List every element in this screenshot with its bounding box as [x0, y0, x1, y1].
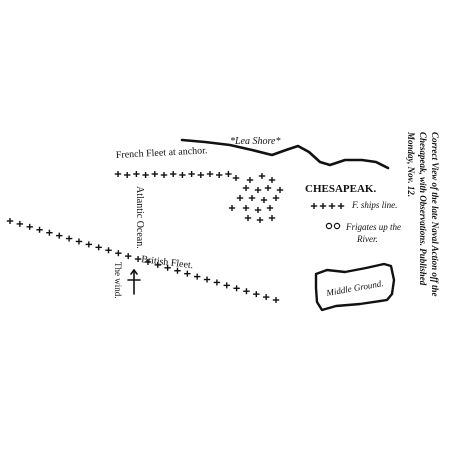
atlantic-ocean-label: Atlantic Ocean. — [134, 186, 145, 249]
ship-cross-icon — [188, 171, 195, 177]
ship-cross-icon — [328, 203, 336, 209]
ship-cross-icon — [248, 195, 256, 201]
ship-cross-icon — [16, 220, 24, 227]
ship-cross-icon — [36, 226, 43, 233]
french-fleet-cluster — [228, 173, 284, 223]
ship-cross-icon — [75, 238, 83, 245]
ship-cross-icon — [115, 250, 122, 257]
ship-cross-icon — [26, 223, 33, 230]
ship-cross-icon — [6, 218, 14, 224]
coastline — [180, 138, 390, 170]
ship-cross-icon — [264, 185, 272, 191]
ship-cross-icon — [242, 205, 250, 211]
ship-cross-icon — [206, 171, 214, 177]
ship-cross-icon — [216, 172, 223, 178]
middle-ground-label: Middle Ground. — [325, 278, 385, 298]
frigate-circle-icon — [333, 222, 341, 230]
ship-cross-icon — [310, 203, 318, 209]
ship-cross-icon — [114, 171, 122, 177]
british-fleet-ships — [6, 218, 280, 303]
french-ships-line — [310, 203, 345, 209]
ship-cross-icon — [65, 235, 73, 242]
ship-cross-icon — [223, 282, 230, 289]
ship-cross-icon — [268, 215, 276, 221]
ship-cross-icon — [134, 256, 142, 263]
ship-cross-icon — [179, 172, 186, 178]
ship-cross-icon — [144, 258, 152, 265]
ship-cross-icon — [228, 205, 236, 211]
ship-cross-icon — [260, 197, 268, 203]
chesapeak-label: CHESAPEAK. — [305, 183, 376, 195]
ship-cross-icon — [197, 172, 204, 178]
ship-cross-icon — [225, 171, 232, 177]
ship-cross-icon — [46, 229, 53, 236]
ship-cross-icon — [244, 215, 252, 221]
ship-cross-icon — [262, 294, 270, 301]
side-caption-line1: Correct View of the late Naval Action of… — [430, 132, 440, 297]
ship-cross-icon — [151, 171, 158, 177]
ship-cross-icon — [154, 261, 161, 268]
ship-cross-icon — [272, 297, 280, 303]
ship-cross-icon — [243, 288, 250, 295]
side-caption: Correct View of the late Naval Action of… — [406, 131, 440, 297]
ship-cross-icon — [246, 177, 254, 183]
ship-cross-icon — [236, 195, 244, 201]
ship-cross-icon — [254, 187, 262, 193]
wind-arrow-icon — [127, 269, 141, 295]
ship-cross-icon — [142, 172, 149, 178]
ship-cross-icon — [193, 273, 201, 280]
lee-shore-label: *Lea Shore* — [230, 136, 280, 147]
ship-cross-icon — [95, 244, 102, 251]
ship-cross-icon — [213, 279, 221, 286]
ship-cross-icon — [256, 217, 264, 223]
ship-cross-icon — [319, 203, 327, 209]
frigates-label-line1: Frigates up the — [345, 222, 401, 232]
ship-cross-icon — [85, 241, 93, 248]
frigates-label-line2: River. — [356, 234, 378, 244]
ship-cross-icon — [164, 264, 171, 271]
middle-ground-shoal — [314, 262, 396, 312]
ship-cross-icon — [232, 175, 240, 181]
french-fleet-ships — [114, 171, 232, 178]
ship-cross-icon — [160, 172, 168, 178]
ship-cross-icon — [133, 171, 140, 177]
ship-cross-icon — [268, 177, 276, 183]
ship-cross-icon — [254, 207, 262, 213]
french-fleet-label: French Fleet at anchor. — [116, 145, 208, 161]
ship-cross-icon — [253, 291, 260, 298]
ship-cross-icon — [174, 267, 181, 274]
frigates-up-river — [325, 222, 341, 230]
ship-cross-icon — [242, 185, 250, 191]
ship-cross-icon — [125, 253, 132, 260]
side-caption-line3: Monday, Nov. 12. — [406, 131, 416, 197]
ship-cross-icon — [184, 270, 191, 277]
wind-label: The wind. — [113, 262, 123, 299]
ship-cross-icon — [233, 285, 240, 292]
ship-cross-icon — [124, 172, 131, 178]
ship-cross-icon — [258, 173, 266, 179]
frigate-circle-icon — [325, 222, 333, 230]
ship-cross-icon — [266, 205, 274, 211]
ship-cross-icon — [56, 232, 63, 239]
ship-cross-icon — [105, 247, 112, 254]
ship-cross-icon — [276, 187, 284, 193]
ship-cross-icon — [272, 195, 280, 201]
f-ships-line-label: F. ships line. — [351, 200, 397, 210]
ship-cross-icon — [170, 171, 177, 177]
ship-cross-icon — [337, 203, 345, 209]
side-caption-line2: Chesapeak, with Observations. Published — [418, 132, 428, 286]
ship-cross-icon — [203, 276, 211, 283]
